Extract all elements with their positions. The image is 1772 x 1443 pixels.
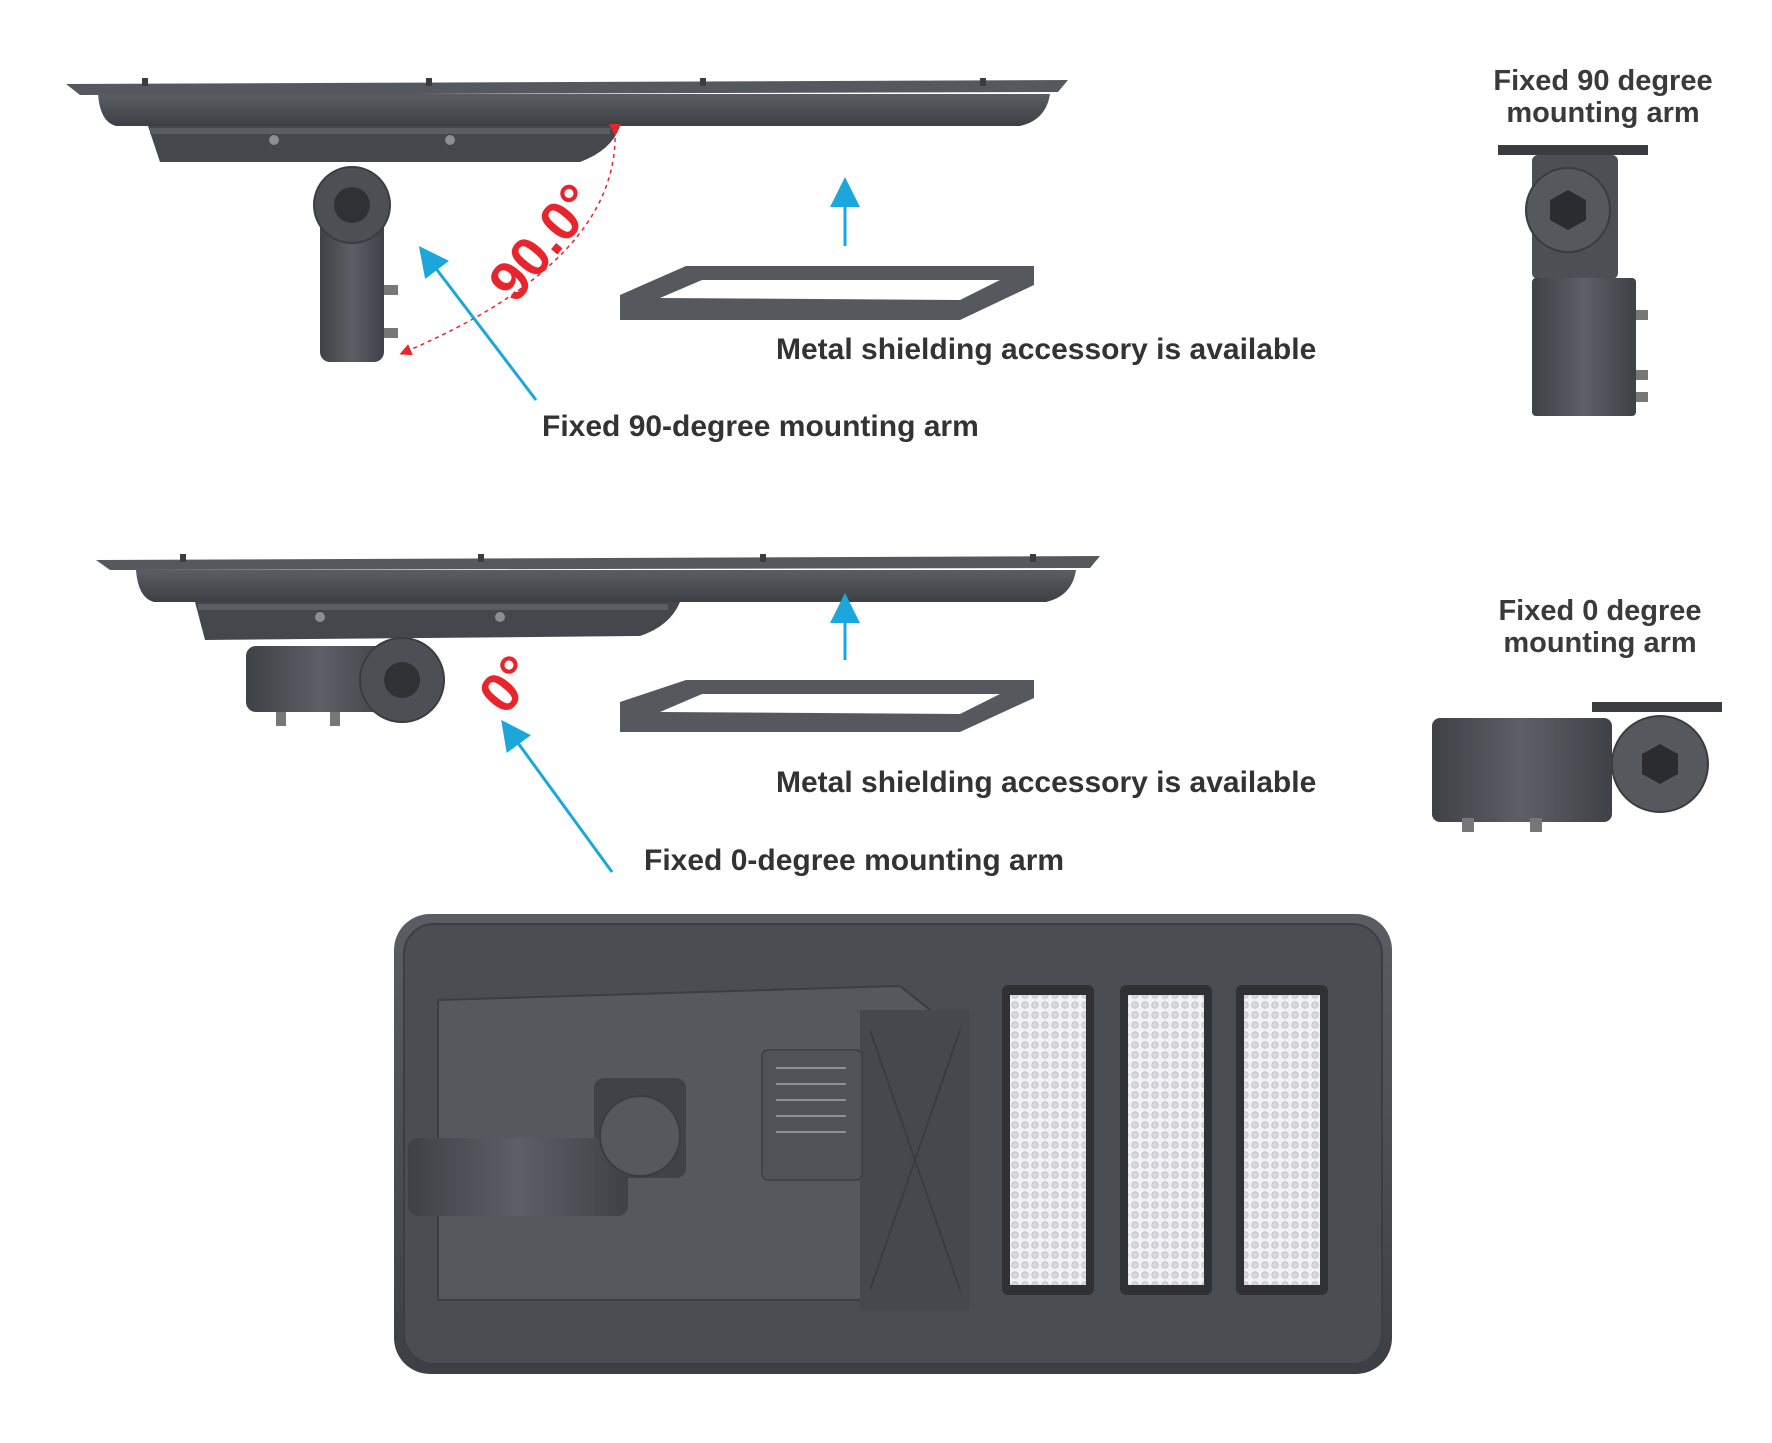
top-angle-arc xyxy=(399,123,621,356)
top-arm-label: Fixed 90-degree mounting arm xyxy=(542,410,979,443)
mid-right-title: Fixed 0 degree mounting arm xyxy=(1460,595,1740,660)
led-module-2 xyxy=(1120,985,1212,1295)
right-arm-0-closeup xyxy=(1432,702,1722,832)
top-right-title: Fixed 90 degree mounting arm xyxy=(1458,65,1748,130)
top-luminaire-side-view xyxy=(66,78,1068,162)
mid-arm-arrow xyxy=(501,719,614,873)
mid-right-title-line1: Fixed 0 degree xyxy=(1498,595,1702,627)
top-shield-frame xyxy=(620,266,1034,320)
top-right-title-line1: Fixed 90 degree xyxy=(1493,65,1713,97)
right-arm-90-closeup xyxy=(1498,145,1648,416)
top-arm-arrow xyxy=(418,246,538,401)
mid-shield-frame xyxy=(620,680,1034,732)
top-right-title-line2: mounting arm xyxy=(1506,96,1700,129)
mid-shield-label: Metal shielding accessory is available xyxy=(776,766,1317,799)
mid-right-title-line2: mounting arm xyxy=(1503,626,1697,659)
mid-mounting-arm-0 xyxy=(246,637,445,726)
top-shield-label: Metal shielding accessory is available xyxy=(776,333,1317,366)
mid-luminaire-side-view xyxy=(96,554,1100,640)
led-module-1 xyxy=(1002,985,1094,1295)
led-module-3 xyxy=(1236,985,1328,1295)
mid-arm-label: Fixed 0-degree mounting arm xyxy=(644,844,1065,877)
top-mounting-arm-90 xyxy=(313,166,398,362)
